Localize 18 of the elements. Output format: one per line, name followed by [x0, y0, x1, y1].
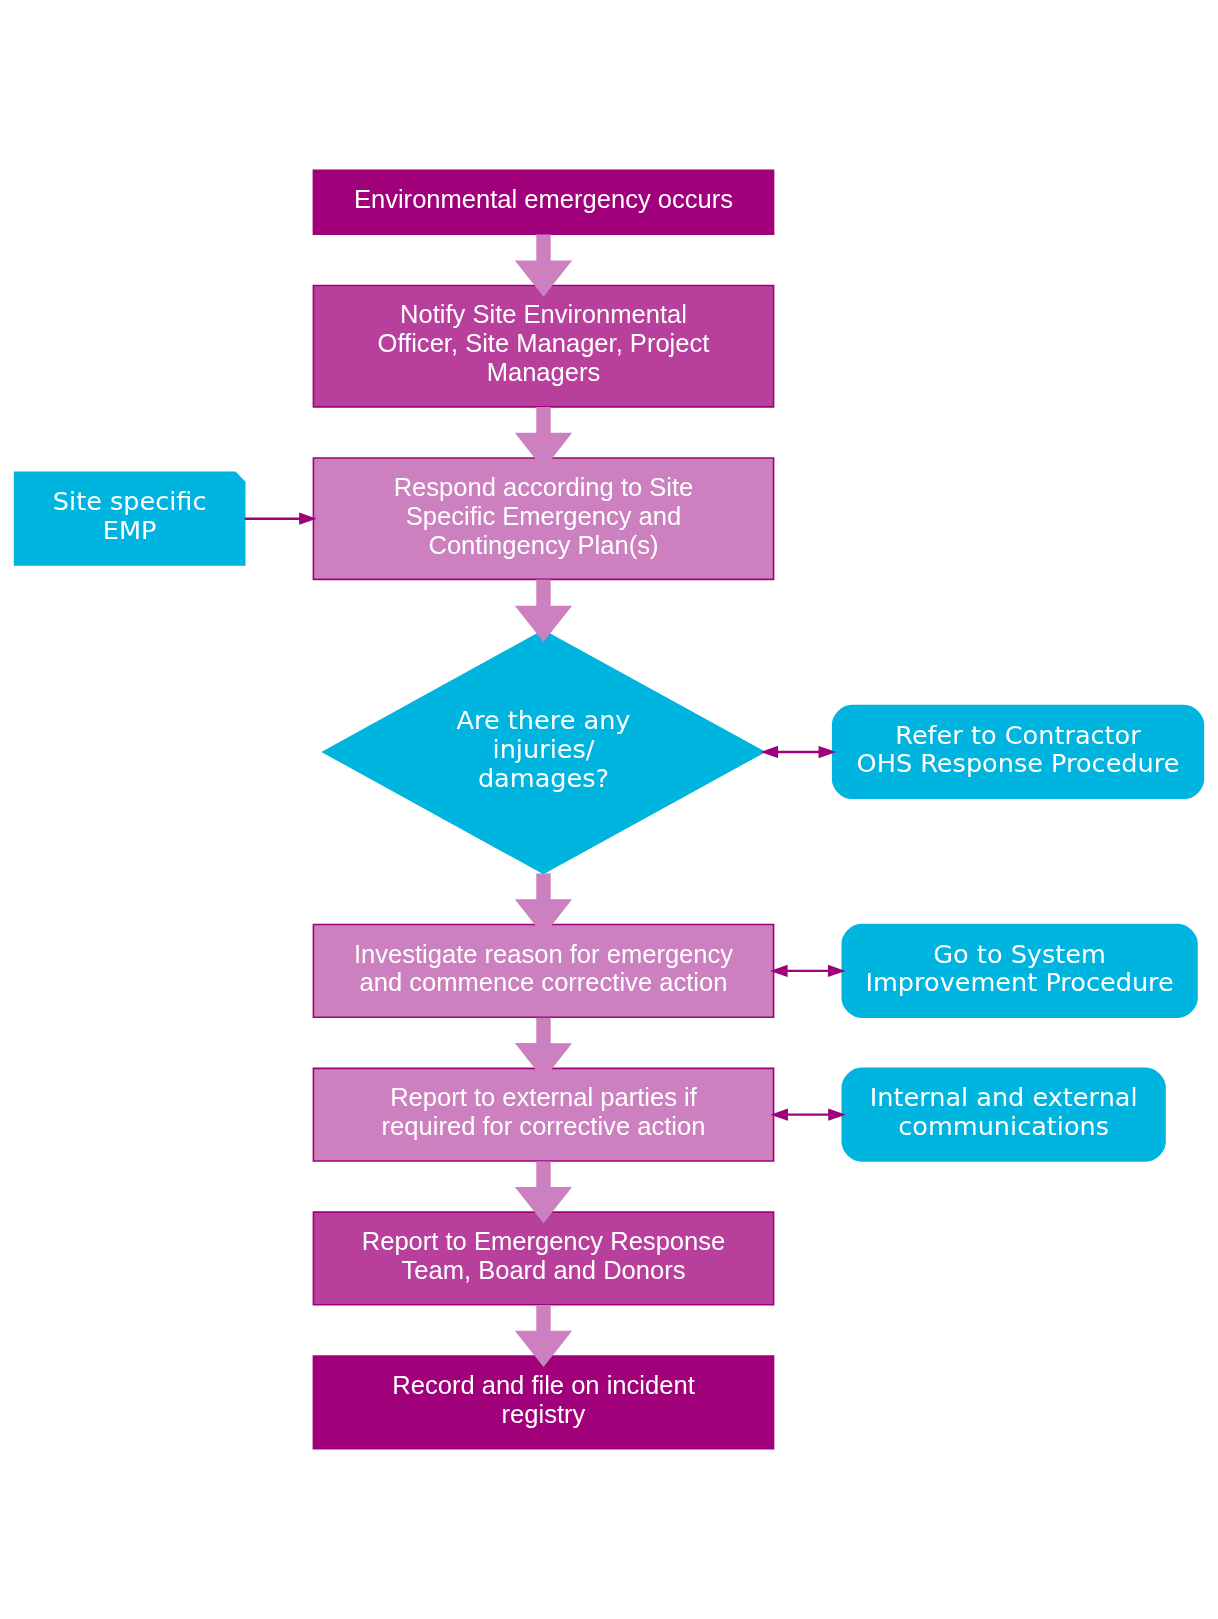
- node-box: Go to System Improvement Procedure: [841, 923, 1198, 1018]
- node-box: Record and file on incident registry: [312, 1355, 775, 1450]
- arrow: [760, 745, 837, 759]
- node-box: Report to external parties if required for corrective action: [312, 1067, 775, 1162]
- node-box: Report to Emergency Response Team, Board and Donors: [312, 1211, 775, 1306]
- node-box: Environmental emergency occurs: [312, 169, 775, 236]
- node-box: Notify Site Environmental Officer, Site Manager, Project Managers: [312, 284, 775, 408]
- arrow: [244, 512, 317, 525]
- arrow: [514, 234, 573, 297]
- node-box: Investigate reason for emergency and commence corrective action: [312, 923, 775, 1018]
- node-box: Refer to Contractor OHS Response Procedure: [831, 704, 1205, 800]
- arrow: [514, 1161, 573, 1224]
- node-box: Respond according to Site Specific Emergency and Contingency Plan(s): [312, 457, 775, 581]
- node-box: Internal and external communications: [841, 1067, 1166, 1162]
- arrow: [514, 579, 573, 643]
- arrow: [514, 1305, 573, 1368]
- arrow: [770, 1108, 846, 1121]
- arrow: [770, 964, 846, 978]
